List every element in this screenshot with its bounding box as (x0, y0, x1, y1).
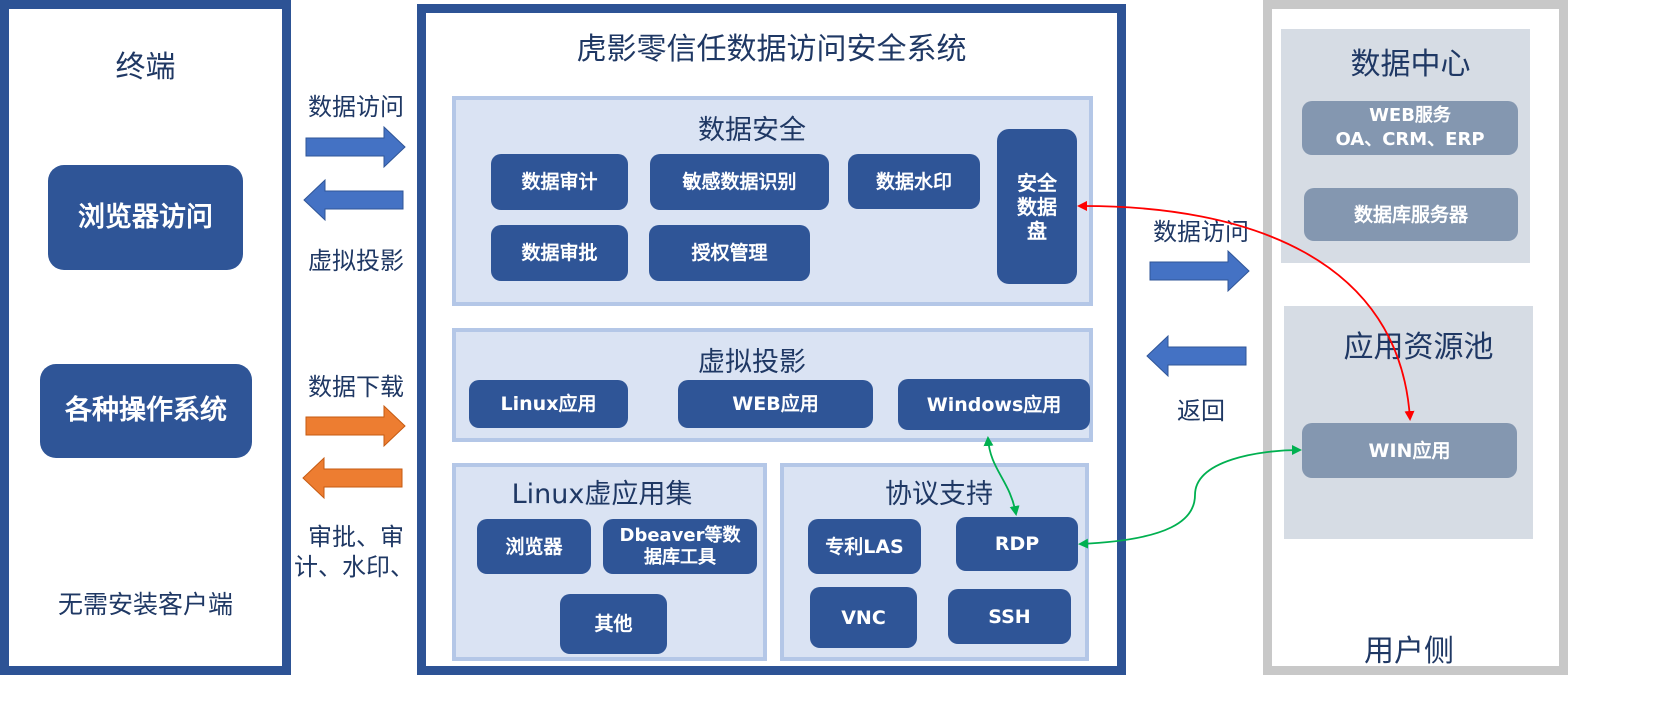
authorization-box: 授权管理 (649, 225, 810, 281)
no-install-label: 无需安装客户端 (57, 590, 233, 619)
secure-data-disk-box: 安全 数据 盘 (997, 129, 1077, 284)
rdp-box: RDP (956, 517, 1078, 571)
web-service-box: WEB服务 OA、CRM、ERP (1302, 101, 1518, 155)
approval-label-line2: 计、水印、 (294, 553, 414, 581)
browser-box: 浏览器 (477, 519, 591, 574)
left-download-arrow-right (305, 404, 406, 448)
web-app-box: WEB应用 (678, 380, 873, 428)
data-center-title: 数据中心 (1350, 47, 1471, 82)
las-box: 专利LAS (808, 519, 921, 574)
protocols-title: 协议支持 (885, 479, 993, 510)
terminal-panel (0, 0, 291, 675)
approval-label-line1: 审批、审 (308, 523, 404, 551)
right-access-arrow-right (1149, 249, 1250, 293)
browser-access-box: 浏览器访问 (48, 165, 243, 270)
left-data-download-label: 数据下载 (308, 373, 404, 401)
linux-apps-title: Linux虚应用集 (511, 479, 693, 510)
data-approval-box: 数据审批 (491, 225, 628, 281)
left-approval-arrow-left (302, 456, 403, 500)
data-watermark-box: 数据水印 (848, 154, 980, 209)
dbeaver-box: Dbeaver等数 据库工具 (603, 519, 757, 574)
win-app-box: WIN应用 (1302, 423, 1517, 478)
terminal-title: 终端 (115, 50, 176, 85)
other-box: 其他 (560, 594, 667, 654)
sensitive-data-box: 敏感数据识别 (650, 154, 829, 210)
left-access-arrow-right (305, 125, 406, 169)
app-pool-title: 应用资源池 (1343, 330, 1494, 365)
left-virtual-projection-label: 虚拟投影 (308, 247, 404, 275)
ssh-box: SSH (948, 589, 1071, 644)
system-title: 虎影零信任数据访问安全系统 (576, 32, 967, 67)
user-side-title: 用户侧 (1364, 634, 1454, 669)
virtual-projection-title: 虚拟投影 (698, 347, 806, 378)
left-data-access-label: 数据访问 (308, 93, 404, 121)
db-server-box: 数据库服务器 (1304, 188, 1518, 241)
data-security-title: 数据安全 (698, 115, 806, 146)
windows-app-box: Windows应用 (898, 379, 1090, 430)
all-os-box: 各种操作系统 (40, 364, 252, 458)
right-return-arrow-left (1146, 334, 1247, 378)
vnc-box: VNC (810, 587, 917, 648)
right-data-access-label: 数据访问 (1153, 218, 1249, 246)
data-audit-box: 数据审计 (491, 154, 628, 210)
left-projection-arrow-left (303, 178, 404, 222)
return-label: 返回 (1177, 397, 1225, 425)
linux-app-box: Linux应用 (469, 380, 628, 428)
